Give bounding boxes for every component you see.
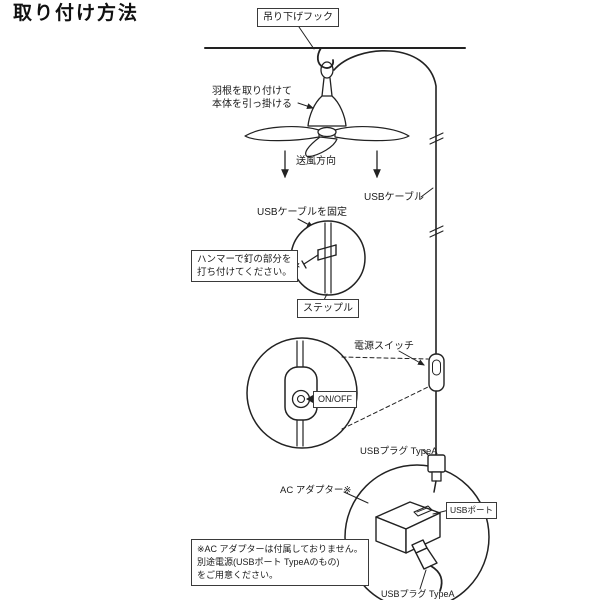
ac-adapter-leader — [343, 491, 369, 504]
usb-plug — [427, 454, 446, 493]
fan-blade-right — [334, 126, 410, 142]
attach-note-arrow — [297, 102, 314, 109]
usb-plug-bottom-leader — [419, 569, 427, 590]
hammer-note-line1: ハンマーで釘の部分を — [197, 254, 292, 265]
hook-leader-line — [298, 26, 315, 50]
fan-hub — [317, 126, 337, 138]
adapter-note-line3: をご用意ください。 — [197, 570, 279, 580]
attach-note: 羽根を取り付けて 本体を引っ掛ける — [212, 85, 292, 111]
staple-label: ステップル — [297, 299, 359, 318]
power-switch-arrow — [398, 350, 425, 366]
usb-cable-leader — [420, 187, 434, 198]
ceiling-fan — [244, 61, 410, 158]
fan-blade-front — [305, 136, 338, 158]
fix-cable-label: USBケーブルを固定 — [257, 207, 347, 218]
onoff-pointer — [306, 395, 313, 403]
usb-port-label: USBポート — [446, 502, 497, 519]
usb-cable — [333, 50, 437, 458]
attach-note-line1: 羽根を取り付けて — [212, 86, 292, 97]
hammer-note-line2: 打ち付けてください。 — [197, 267, 292, 278]
fan-blade-left — [244, 126, 320, 142]
usb-cable-label: USBケーブル — [364, 192, 424, 203]
hanging-hook — [316, 47, 335, 69]
staple-zoom-circle — [290, 220, 366, 296]
attach-note-line2: 本体を引っ掛ける — [212, 99, 292, 110]
zoom-connector-lines — [341, 356, 429, 430]
usb-plug-bottom-label: USBプラグ TypeA — [381, 589, 455, 599]
hook-label: 吊り下げフック — [257, 8, 339, 27]
cable-break-ticks — [429, 132, 444, 238]
adapter-note-line2: 別途電源(USBポート TypeAのもの) — [197, 557, 340, 567]
usb-plug-zoom — [411, 539, 443, 592]
switch-button-inner — [296, 394, 306, 404]
onoff-label: ON/OFF — [313, 391, 357, 408]
usb-port — [413, 505, 433, 517]
power-switch-label: 電源スイッチ — [354, 341, 414, 352]
adapter-note-line1: ※AC アダプターは付属しておりません。 — [197, 544, 363, 554]
usb-plug-label: USBプラグ TypeA — [360, 446, 438, 457]
nail — [301, 254, 319, 269]
ac-adapter-label: AC アダプター※ — [280, 485, 352, 496]
ac-adapter — [375, 501, 441, 554]
inline-power-switch — [428, 353, 445, 392]
adapter-note: ※AC アダプターは付属しておりません。 別途電源(USBポート TypeAのも… — [191, 539, 369, 586]
hammer-note: ハンマーで釘の部分を 打ち付けてください。 — [191, 250, 298, 282]
page-title: 取り付け方法 — [13, 3, 140, 24]
airflow-label: 送風方向 — [296, 156, 336, 167]
